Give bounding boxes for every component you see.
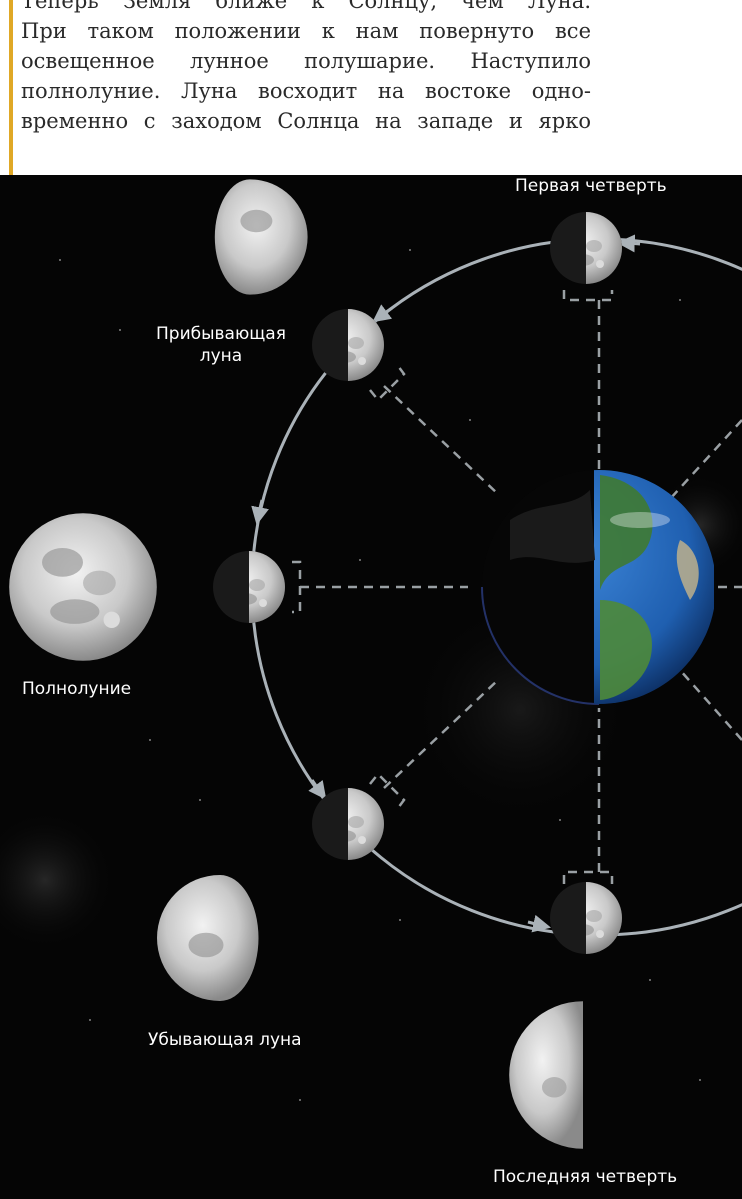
orbit-moon-waxing (312, 309, 384, 381)
glow-left (0, 810, 115, 950)
orbit-moon-last-quarter (550, 882, 622, 954)
phase-moon-last-quarter (509, 1001, 583, 1149)
text-line: освещенное лунное полушарие. Наступило (21, 49, 591, 73)
stars (59, 219, 701, 1101)
text-panel: Теперь Земля ближе к Солнцу, чем Луна. П… (0, 0, 742, 175)
orbit-moon-waning (312, 788, 384, 860)
orbit-arrows (251, 234, 641, 933)
accent-bar (9, 0, 13, 175)
earth (481, 470, 716, 705)
guide-lines (292, 290, 742, 884)
phase-moon-waning (157, 875, 259, 1001)
phase-moon-waxing (214, 179, 308, 295)
label-full-moon: Полнолуние (22, 679, 132, 699)
label-last-quarter: Последняя четверть (493, 1167, 678, 1187)
text-line: временно с заходом Солнца на западе и яр… (21, 109, 591, 133)
orbit-moon-first-quarter (550, 212, 622, 284)
label-waning: Убывающая луна (148, 1030, 302, 1050)
body-text: Теперь Земля ближе к Солнцу, чем Луна. П… (21, 0, 591, 136)
label-waxing: Прибывающая луна (156, 324, 286, 366)
orbit-moon-full (213, 551, 285, 623)
text-line: Теперь Земля ближе к Солнцу, чем Луна. (21, 0, 591, 13)
text-line: При таком положении к нам повернуто все (21, 19, 591, 43)
text-line: полнолуние. Луна восходит на востоке одн… (21, 79, 591, 103)
phase-moon-full (9, 513, 157, 661)
label-first-quarter: Первая четверть (515, 176, 667, 196)
